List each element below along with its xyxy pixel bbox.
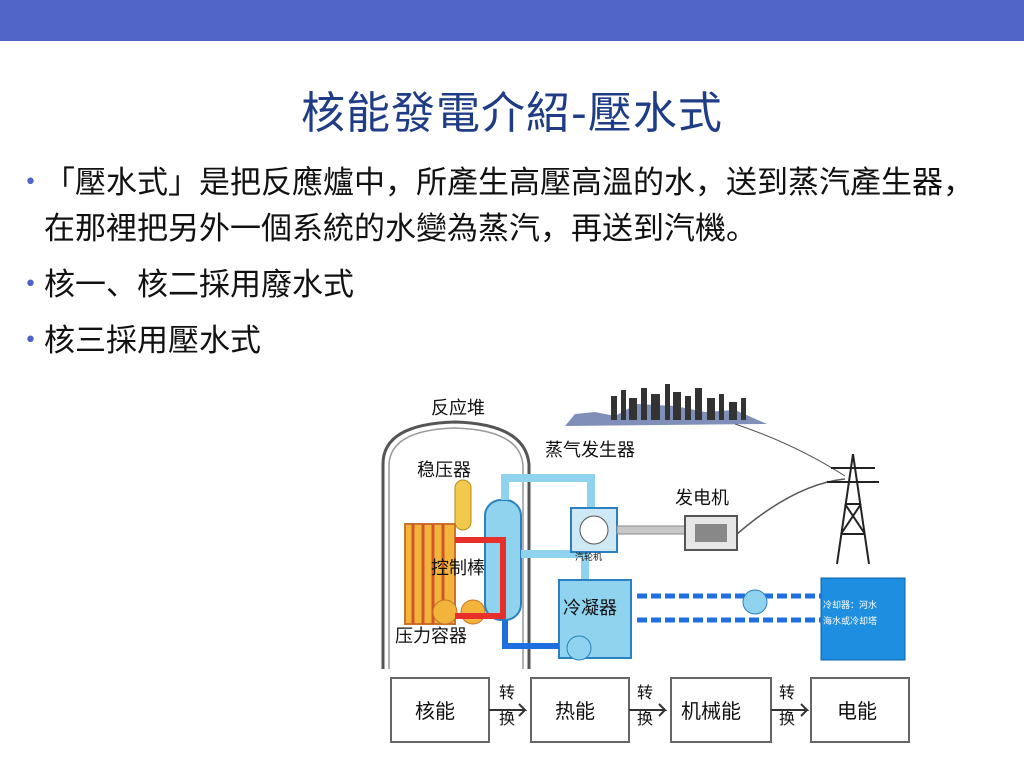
- cooling-label-1: 冷却器：河水: [823, 599, 877, 611]
- chain-box-nuclear: 核能: [415, 699, 455, 723]
- reactor-label: 反应堆: [431, 398, 485, 419]
- arrow-label-top: 转: [499, 683, 515, 702]
- arrow-label-bottom: 换: [637, 709, 653, 728]
- cooling-label-2: 海水或冷却塔: [823, 615, 877, 627]
- control-rod-label: 控制棒: [431, 558, 485, 579]
- bullet-item: • 核一、核二採用廢水式: [20, 262, 1010, 308]
- primary-hot-loop: [455, 537, 506, 619]
- top-accent-bar: [0, 0, 1024, 41]
- slide-title: 核能發電介紹-壓水式: [301, 88, 723, 139]
- condenser-label: 冷凝器: [563, 598, 617, 619]
- chain-box-electric: 电能: [837, 699, 877, 723]
- bullet-item: • 「壓水式」是把反應爐中，所產生高壓高溫的水，送到蒸汽產生器，在那裡把另外一個…: [20, 160, 1004, 252]
- vessel-label: 压力容器: [395, 626, 467, 647]
- pwr-diagram-svg: 反应堆 稳压器 控制棒 压力容器 蒸气发生器 汽轮机 发电机: [381, 384, 910, 743]
- pwr-diagram: 反应堆 稳压器 控制棒 压力容器 蒸气发生器 汽轮机 发电机: [375, 384, 932, 752]
- cooling-water-box: [820, 577, 906, 661]
- feedwater-loop: [502, 620, 559, 649]
- arrow-label-bottom: 换: [779, 709, 795, 728]
- steam-line: [501, 474, 595, 510]
- arrow-label-bottom: 换: [499, 709, 515, 728]
- energy-chain: 核能 转 换 热能 转 换 机械能 转 换 电能: [390, 677, 910, 743]
- bullet-text: 核一、核二採用廢水式: [44, 267, 354, 303]
- generator-label: 发电机: [675, 488, 729, 509]
- bullet-text: 核三採用壓水式: [44, 323, 261, 359]
- pressurizer-label: 稳压器: [417, 460, 471, 481]
- containment-dome: [381, 420, 531, 669]
- bullet-text: 「壓水式」是把反應爐中，所產生高壓高溫的水，送到蒸汽產生器，在那裡把另外一個系統…: [44, 165, 974, 247]
- pressurizer: [454, 479, 472, 531]
- chain-box-mechanical: 机械能: [681, 699, 741, 723]
- transmission-tower-icon: [827, 453, 879, 565]
- chain-box-thermal: 热能: [555, 699, 595, 723]
- bullet-dot-icon: •: [24, 272, 37, 297]
- bullet-dot-icon: •: [24, 170, 37, 195]
- arrow-right-icon: [771, 703, 810, 717]
- arrow-label-top: 转: [637, 683, 653, 702]
- arrow-right-icon: [489, 703, 528, 717]
- arrow-right-icon: [629, 703, 668, 717]
- bullet-item: • 核三採用壓水式: [20, 318, 1010, 364]
- cooling-loop: [637, 593, 821, 623]
- bullet-list: • 「壓水式」是把反應爐中，所產生高壓高溫的水，送到蒸汽產生器，在那裡把另外一個…: [20, 160, 1010, 374]
- steam-generator-label: 蒸气发生器: [545, 440, 635, 461]
- turbine-label: 汽轮机: [575, 551, 602, 563]
- arrow-label-top: 转: [779, 683, 795, 702]
- bullet-dot-icon: •: [24, 328, 37, 353]
- city-skyline-icon: [565, 384, 767, 426]
